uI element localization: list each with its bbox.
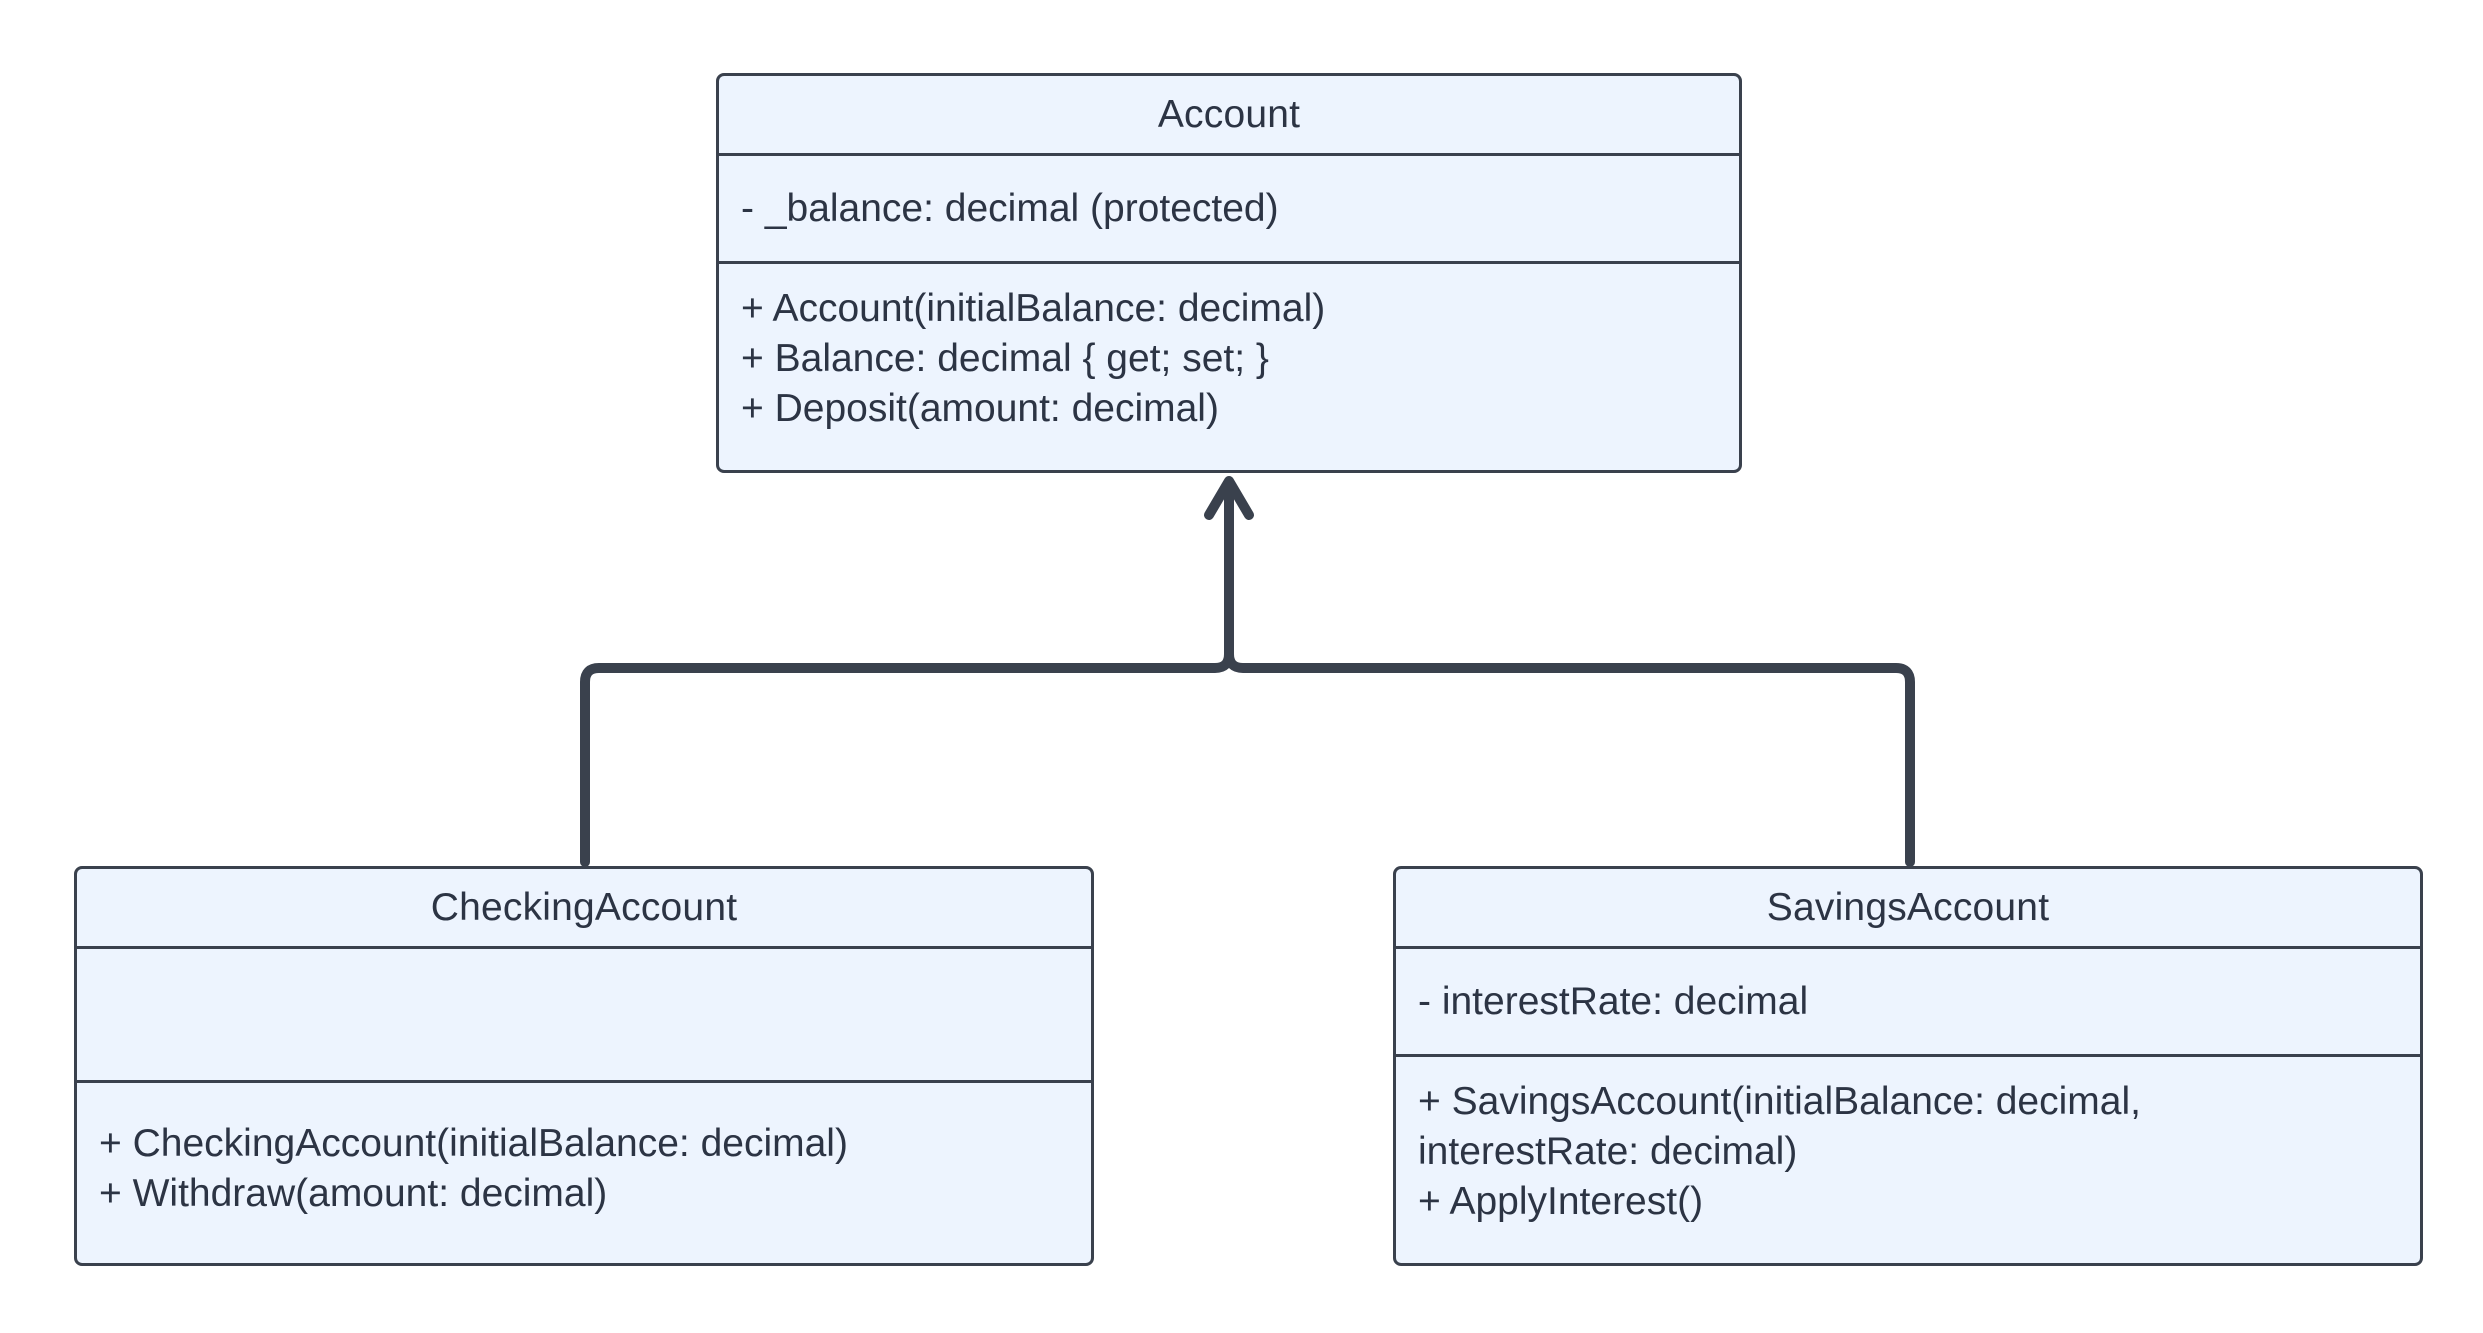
operation-balance-property: + Balance: decimal { get; set; } [741,337,1269,380]
class-savings-account-operations: + SavingsAccount(initialBalance: decimal… [1396,1057,2420,1227]
operation-deposit: + Deposit(amount: decimal) [741,387,1219,430]
attribute-interest-rate: - interestRate: decimal [1418,979,1809,1023]
class-checking-account-name: CheckingAccount [77,869,1091,949]
class-savings-account-name: SavingsAccount [1396,869,2420,949]
class-checking-account-operations: + CheckingAccount(initialBalance: decima… [77,1083,1091,1219]
savings-to-account-connector[interactable] [1224,483,1915,867]
class-account[interactable]: Account - _balance: decimal (protected) … [716,73,1742,473]
class-savings-account-attributes: - interestRate: decimal [1396,949,2420,1057]
inheritance-arrowhead-icon [1204,476,1254,520]
operation-withdraw: + Withdraw(amount: decimal) [99,1172,608,1215]
operation-savings-account-constructor: + SavingsAccount(initialBalance: decimal… [1418,1080,2141,1123]
class-savings-account[interactable]: SavingsAccount - interestRate: decimal +… [1393,866,2423,1266]
attribute-balance: - _balance: decimal (protected) [741,186,1279,230]
class-account-attributes: - _balance: decimal (protected) [719,156,1739,264]
operation-checking-account-constructor: + CheckingAccount(initialBalance: decima… [99,1122,848,1165]
operation-apply-interest: + ApplyInterest() [1418,1180,1704,1223]
checking-to-account-connector[interactable] [580,483,1234,867]
operation-account-constructor: + Account(initialBalance: decimal) [741,287,1326,330]
class-account-name: Account [719,76,1739,156]
class-checking-account[interactable]: CheckingAccount + CheckingAccount(initia… [74,866,1094,1266]
class-account-operations: + Account(initialBalance: decimal) + Bal… [719,264,1739,434]
operation-savings-account-constructor-continued: interestRate: decimal) [1418,1130,1798,1173]
class-checking-account-attributes [77,949,1091,1083]
